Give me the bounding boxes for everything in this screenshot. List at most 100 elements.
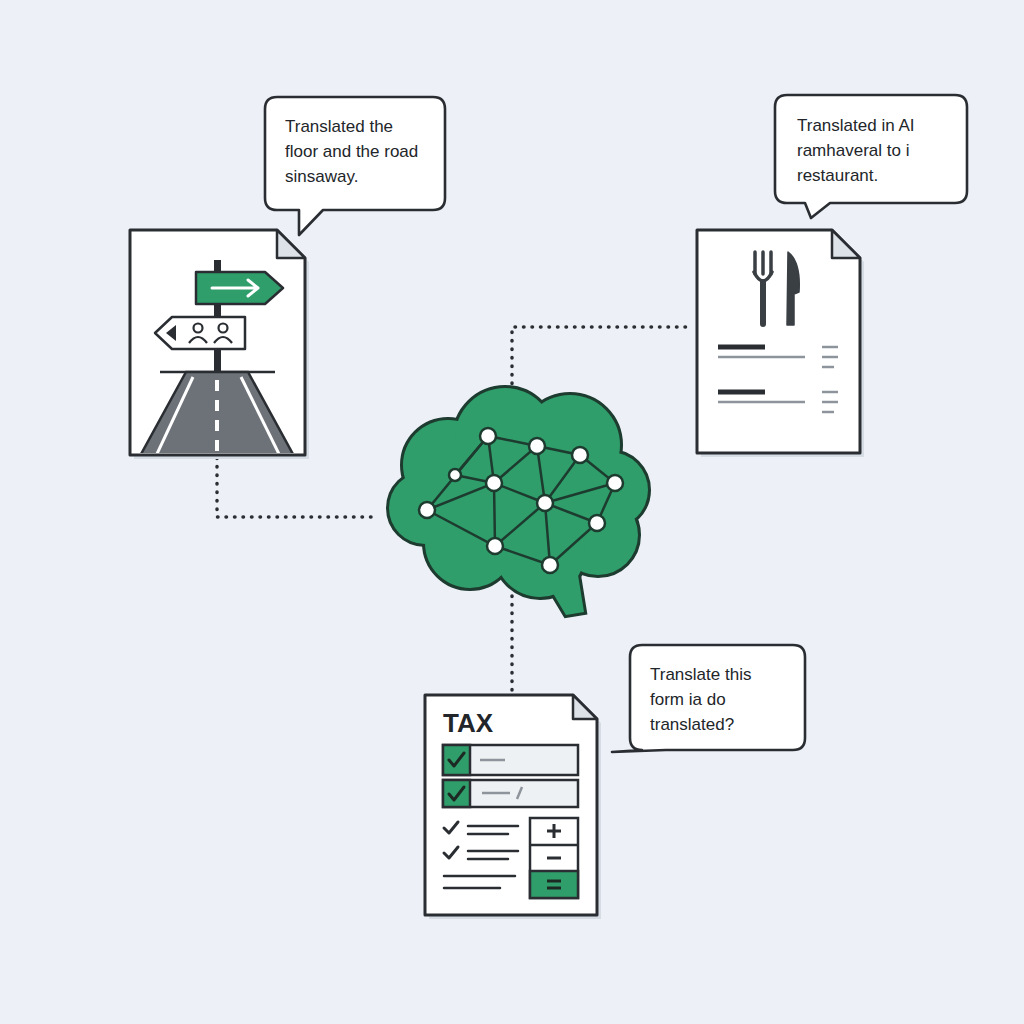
form-row xyxy=(443,745,578,775)
person-icons xyxy=(189,324,232,344)
form-checkbox xyxy=(443,745,470,775)
form-text-line xyxy=(444,875,515,878)
knife-icon xyxy=(787,252,799,325)
minus-symbol xyxy=(547,857,561,860)
menu-item-line xyxy=(718,356,805,359)
brain-stem xyxy=(548,575,584,615)
form-row xyxy=(443,780,578,807)
plus-symbol xyxy=(547,824,561,838)
calculator-cell xyxy=(530,871,578,898)
calculator-box xyxy=(530,818,578,898)
document-outline xyxy=(697,230,860,453)
network-node xyxy=(480,428,496,444)
road-edge xyxy=(241,377,280,453)
tax-document: TAX xyxy=(425,695,597,915)
check-mark xyxy=(444,847,458,858)
network-link xyxy=(427,483,597,523)
network-node xyxy=(589,515,605,531)
document-outline xyxy=(425,695,597,915)
fork-icon xyxy=(754,252,772,324)
dotted-line xyxy=(512,327,690,392)
bubble-outline xyxy=(775,95,967,218)
person-head xyxy=(219,324,228,333)
speech-bubble: Translated the floor and the road sinsaw… xyxy=(265,97,445,210)
menu-price-line xyxy=(822,356,838,359)
road-document xyxy=(130,230,309,459)
menu-lines xyxy=(718,347,838,412)
network-node xyxy=(542,557,558,573)
road-centre-line xyxy=(215,380,219,453)
form-field-line xyxy=(482,792,510,795)
form-text-line xyxy=(468,850,518,853)
tax-form-rows xyxy=(443,745,578,807)
brain-outline xyxy=(389,388,648,615)
menu-price-line xyxy=(822,391,838,394)
bubble-outline xyxy=(265,97,445,235)
menu-price-line xyxy=(822,401,838,404)
direction-sign xyxy=(155,317,245,349)
network-node xyxy=(449,469,461,481)
form-text-line xyxy=(468,825,518,828)
network-link xyxy=(455,436,615,565)
sign-arrow xyxy=(166,325,176,341)
calculator-divider xyxy=(530,844,578,847)
dotted-line xyxy=(510,596,514,692)
brain-icon xyxy=(389,388,648,615)
menu-heading-line xyxy=(718,345,765,350)
equals-symbol xyxy=(547,881,561,888)
menu-item-line xyxy=(718,401,805,404)
road-edge xyxy=(156,377,193,453)
form-checkbox xyxy=(443,780,470,807)
bubble-text: Translate this form ia do translated? xyxy=(650,662,785,737)
tax-form-checklist xyxy=(444,822,518,888)
check-mark xyxy=(444,822,458,833)
menu-price-line xyxy=(822,411,834,414)
document-heading: TAX xyxy=(443,709,579,739)
dotted-line xyxy=(217,458,378,517)
person-body xyxy=(189,337,207,343)
menu-price-line xyxy=(822,366,834,369)
network-node xyxy=(529,438,545,454)
network-nodes xyxy=(419,428,623,573)
network-node xyxy=(486,475,502,491)
network-node xyxy=(572,447,588,463)
network-node xyxy=(419,502,435,518)
road xyxy=(140,372,294,453)
calculator-outline xyxy=(530,818,578,898)
network-link xyxy=(427,436,615,565)
fork-tine xyxy=(761,252,765,274)
document-outline xyxy=(130,230,305,455)
speech-bubble: Translate this form ia do translated? xyxy=(630,645,805,750)
form-field-slash xyxy=(517,787,522,799)
direction-sign xyxy=(196,272,283,304)
network-node xyxy=(607,475,623,491)
road-illustration xyxy=(140,372,294,453)
sign-arrow xyxy=(212,280,258,296)
person-body xyxy=(214,337,232,343)
check-mark xyxy=(449,753,464,766)
document-fold xyxy=(573,695,597,719)
network-node xyxy=(537,495,553,511)
menu-document xyxy=(697,230,864,457)
network-node xyxy=(487,538,503,554)
fork-handle xyxy=(760,282,766,324)
person-head xyxy=(194,324,203,333)
document-fold xyxy=(832,230,860,258)
form-text-line xyxy=(468,858,508,861)
speech-bubble: Translated in AI ramhaveral to i restaur… xyxy=(775,95,967,203)
check-mark xyxy=(449,787,464,800)
bubble-text: Translated in AI ramhaveral to i restaur… xyxy=(797,113,947,188)
brain-fill xyxy=(389,388,648,615)
menu-price-line xyxy=(822,346,838,349)
bubble-text: Translated the floor and the road sinsaw… xyxy=(285,114,425,189)
form-field-line xyxy=(480,759,505,762)
form-text-line xyxy=(444,887,500,890)
form-text-line xyxy=(468,833,508,836)
network-links xyxy=(427,436,615,565)
menu-heading-line xyxy=(718,390,765,395)
bubble-outline xyxy=(612,645,805,752)
